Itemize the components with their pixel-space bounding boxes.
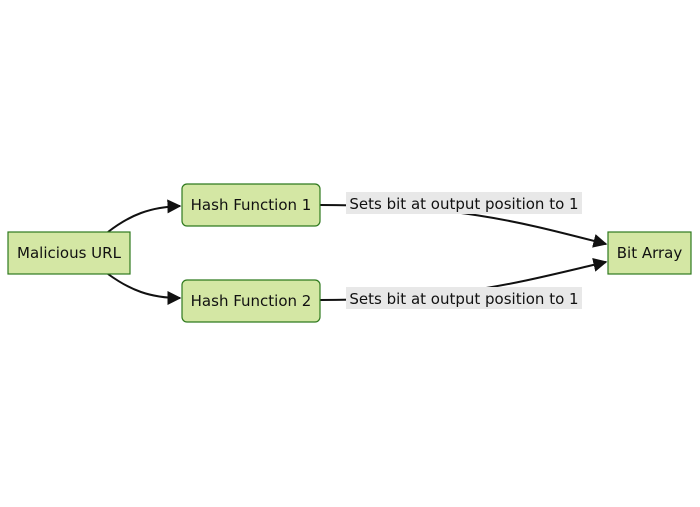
node-malicious-url-label: Malicious URL xyxy=(17,244,122,262)
edge-label-hash-1: Sets bit at output position to 1 xyxy=(346,192,582,214)
node-hash-function-1-label: Hash Function 1 xyxy=(191,196,312,214)
edge-label-hash-2-text: Sets bit at output position to 1 xyxy=(349,290,578,308)
node-malicious-url: Malicious URL xyxy=(7,231,131,275)
node-hash-function-2: Hash Function 2 xyxy=(181,279,321,323)
edge-url-to-hash-1 xyxy=(107,199,182,233)
node-bit-array-label: Bit Array xyxy=(617,244,683,262)
edge-label-hash-2: Sets bit at output position to 1 xyxy=(346,287,582,309)
edge-url-to-hash-2 xyxy=(107,273,182,305)
node-hash-function-2-label: Hash Function 2 xyxy=(191,292,312,310)
node-bit-array: Bit Array xyxy=(607,231,692,275)
edge-label-hash-1-text: Sets bit at output position to 1 xyxy=(349,195,578,213)
node-hash-function-1: Hash Function 1 xyxy=(181,183,321,227)
